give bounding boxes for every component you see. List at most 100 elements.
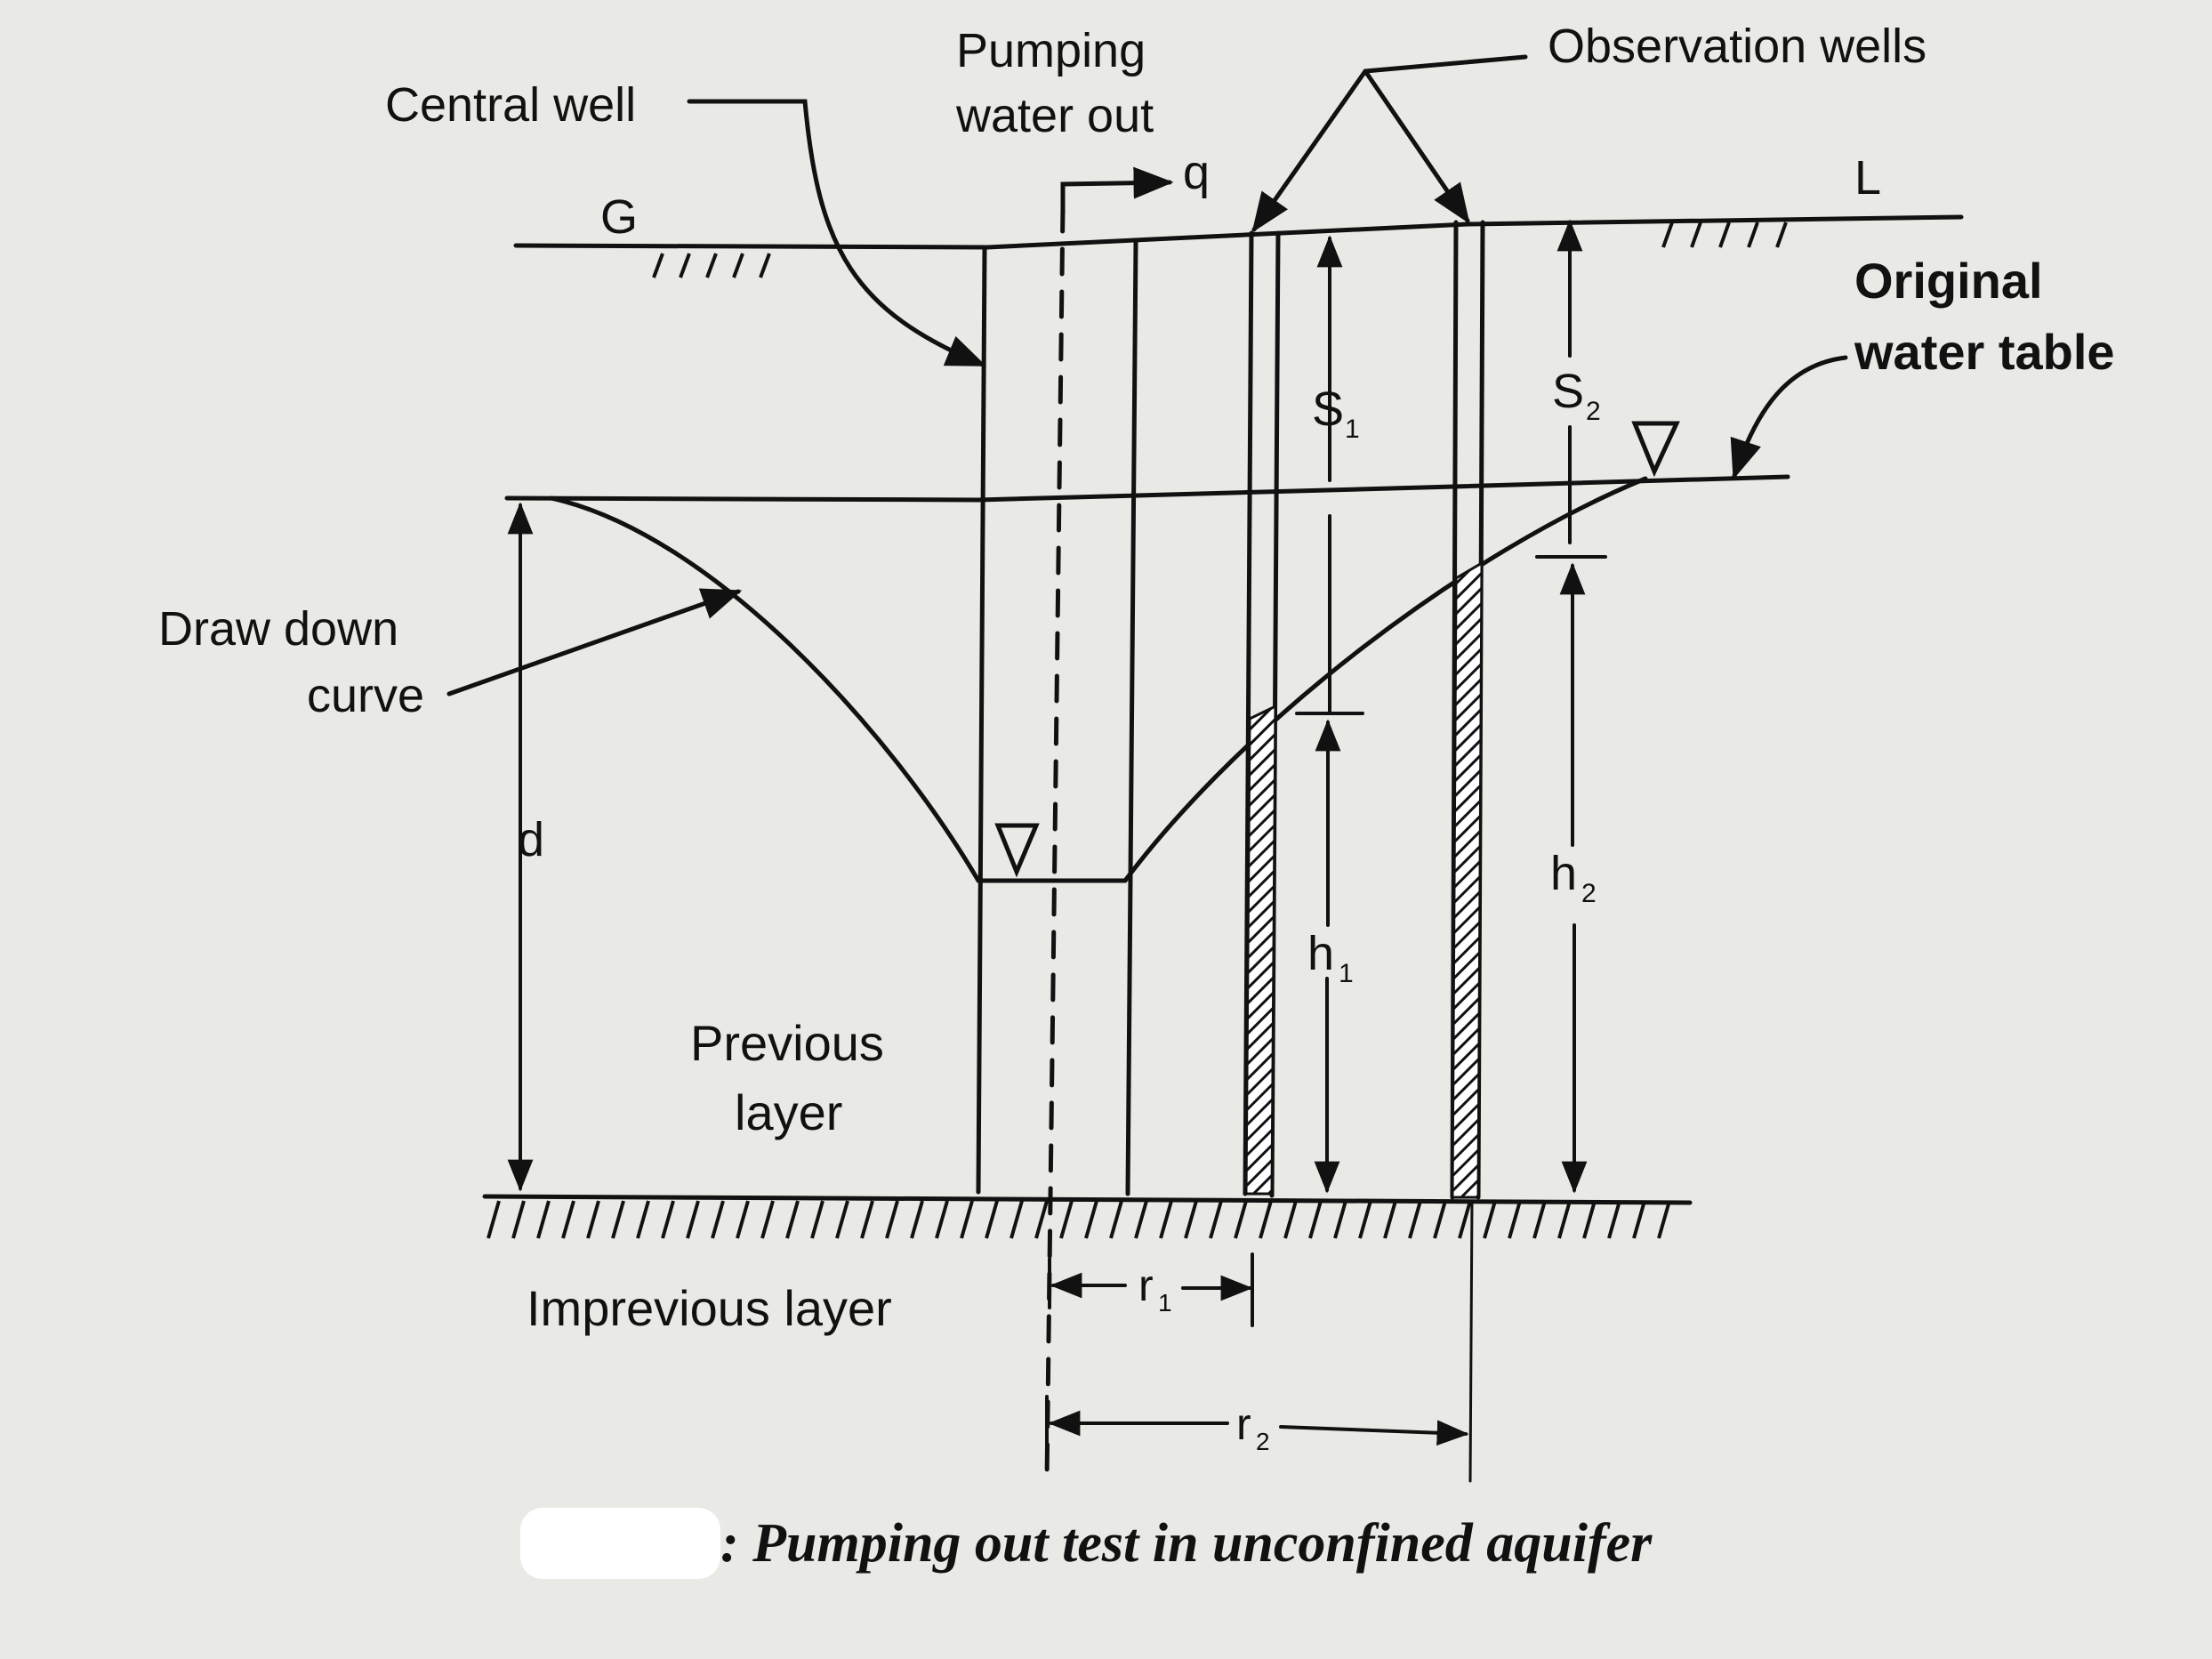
d-label: d — [518, 813, 544, 866]
previous-layer-label-line1: Previous — [690, 1015, 884, 1071]
hatch-mark — [835, 1200, 849, 1239]
hatch-mark — [636, 1200, 650, 1239]
previous-layer-label-line2: layer — [735, 1084, 842, 1140]
dimension-s1-h1 — [1295, 235, 1364, 1194]
observation-wells-label: Observation wells — [1548, 20, 1926, 73]
observation-wells-leader — [1363, 54, 1528, 74]
leader-lines — [446, 54, 1848, 697]
hatch-mark — [985, 1200, 999, 1239]
hatch-mark — [611, 1200, 625, 1239]
hatch-mark — [1234, 1200, 1248, 1239]
hatch-mark — [711, 1200, 725, 1239]
observation-well-1-water — [1244, 704, 1277, 1196]
hatch-mark — [1458, 1200, 1472, 1239]
central-well-leader — [687, 99, 987, 367]
hatch-mark — [1134, 1200, 1148, 1239]
pumping-arrow — [1060, 166, 1174, 216]
hatch-mark — [1632, 1200, 1646, 1239]
hatch-mark — [561, 1200, 575, 1239]
g-label: G — [600, 190, 638, 244]
hatch-mark — [1009, 1200, 1024, 1239]
hatch-mark — [810, 1200, 824, 1239]
well-axis-dashed — [1044, 204, 1066, 1484]
hatch-mark — [1034, 1200, 1049, 1239]
hatch-mark — [935, 1200, 949, 1239]
observation-well-2-water — [1451, 560, 1484, 1199]
hatch-mark — [686, 1200, 700, 1239]
impervious-base — [482, 1194, 1693, 1239]
hatch-mark — [661, 1200, 675, 1239]
hatch-mark — [1109, 1200, 1123, 1239]
hatch-mark — [736, 1200, 750, 1239]
hatch-mark — [1308, 1200, 1323, 1239]
original-water-table-label-line2: water table — [1854, 324, 2115, 380]
hatch-mark — [586, 1200, 600, 1239]
draw-down-leader — [446, 588, 743, 697]
hatch-mark — [1383, 1200, 1397, 1239]
r2-subscript: 2 — [1256, 1428, 1270, 1455]
hatch-mark — [960, 1200, 974, 1239]
hatch-mark — [1283, 1200, 1298, 1239]
hatch-mark — [487, 1200, 501, 1239]
ground-hatch-right — [1661, 221, 1788, 248]
well-water-level-icon — [994, 823, 1040, 878]
r1-label: r — [1138, 1260, 1154, 1310]
dimension-r1 — [1048, 1252, 1254, 1327]
hatch-mark — [1532, 1200, 1547, 1239]
pumping-label-line1: Pumping — [956, 24, 1146, 77]
r2-label: r — [1236, 1399, 1251, 1449]
hatch-mark — [1508, 1200, 1522, 1239]
hatch-mark — [1483, 1200, 1497, 1239]
s1-subscript: 1 — [1345, 415, 1360, 444]
l-label: L — [1854, 151, 1881, 205]
hatch-mark — [785, 1200, 800, 1239]
figure-caption: : Pumping out test in unconfined aquifer — [720, 1513, 1653, 1574]
hatch-mark — [1184, 1200, 1198, 1239]
ground-surface — [513, 214, 1964, 278]
q-label: q — [1183, 146, 1210, 199]
hatch-mark — [1059, 1200, 1074, 1239]
hatch-mark — [1084, 1200, 1098, 1239]
hatch-mark — [1209, 1200, 1223, 1239]
r1-subscript: 1 — [1158, 1289, 1172, 1317]
dimension-r2 — [1045, 1395, 1469, 1447]
original-water-table — [504, 474, 1790, 503]
h2-label: h — [1550, 847, 1577, 900]
caption-redaction — [520, 1508, 720, 1579]
hatch-mark — [1557, 1200, 1572, 1239]
h1-subscript: 1 — [1339, 959, 1354, 988]
hatch-mark — [1333, 1200, 1347, 1239]
hatch-mark — [511, 1200, 526, 1239]
drawdown-curve — [549, 476, 1648, 883]
observation-well-1 — [1243, 230, 1281, 1198]
hatch-mark — [1582, 1200, 1597, 1239]
hatch-mark — [1159, 1200, 1173, 1239]
hatch-mark — [910, 1200, 924, 1239]
central-well — [976, 166, 1174, 1484]
hatch-mark — [885, 1200, 899, 1239]
h1-label: h — [1307, 927, 1334, 980]
dimension-s2-h2 — [1535, 219, 1607, 1194]
hatch-mark — [536, 1200, 551, 1239]
pumping-label-line2: water out — [955, 89, 1154, 142]
hatch-mark — [1259, 1200, 1273, 1239]
central-well-label: Central well — [385, 78, 636, 132]
h2-subscript: 2 — [1581, 879, 1597, 908]
hatch-mark — [1433, 1200, 1447, 1239]
hatch-mark — [760, 1200, 775, 1239]
draw-down-label-line2: curve — [307, 669, 424, 722]
s1-label: S — [1312, 383, 1344, 436]
s2-label: S — [1552, 365, 1584, 418]
hatch-mark — [860, 1200, 874, 1239]
hatch-mark — [1358, 1200, 1372, 1239]
hatch-mark — [1607, 1200, 1621, 1239]
s2-subscript: 2 — [1586, 397, 1601, 426]
impervious-layer-label: Imprevious layer — [527, 1280, 892, 1336]
water-table-marker-icon — [1631, 421, 1680, 478]
observation-well-2 — [1450, 220, 1485, 1483]
hatch-mark — [1657, 1200, 1671, 1239]
original-water-table-leader — [1730, 355, 1848, 480]
hatch-mark — [1408, 1200, 1422, 1239]
